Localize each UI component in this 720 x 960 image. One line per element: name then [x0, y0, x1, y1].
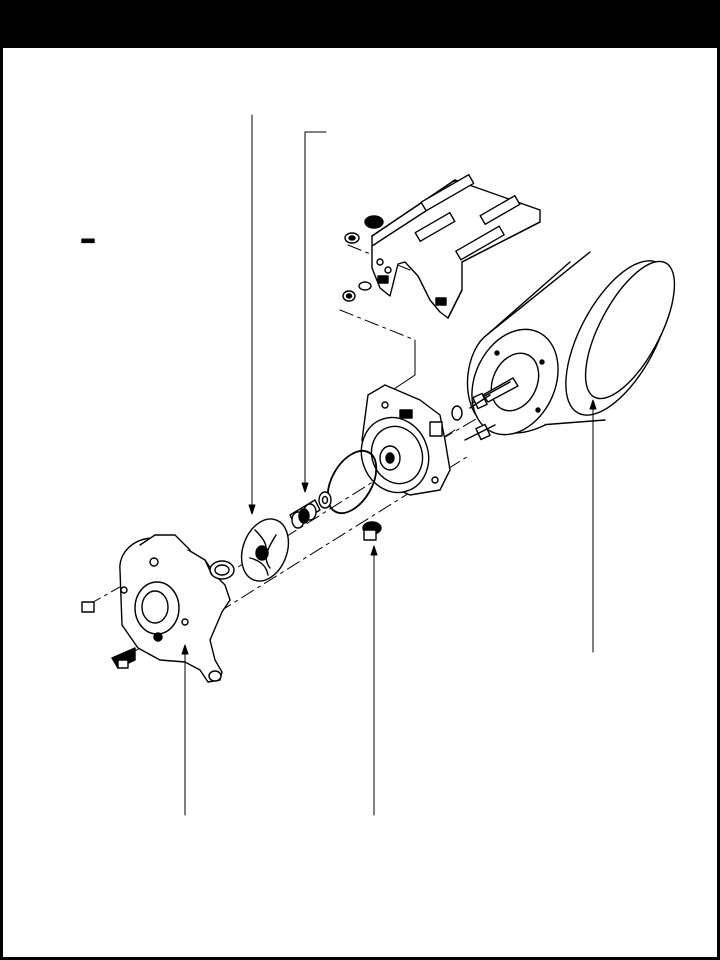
o-ring-callout — [370, 545, 378, 816]
pump-housing — [119, 534, 235, 683]
motor-mount-bracket — [371, 173, 541, 319]
bracket-hardware — [342, 215, 447, 306]
motor-callout — [589, 399, 597, 653]
housing-callout — [181, 644, 189, 816]
callout-leaders — [181, 114, 597, 816]
mechanical-seal — [289, 491, 332, 529]
impeller-callout — [248, 114, 256, 515]
header-bar — [0, 0, 720, 48]
electric-motor — [466, 251, 676, 436]
seal-callout — [301, 131, 327, 493]
seal-plate-adapter — [360, 384, 451, 496]
bracket-guide-line — [384, 339, 416, 396]
housing-fasteners — [81, 238, 136, 669]
o-ring — [326, 450, 378, 514]
adapter-bolts — [362, 392, 496, 541]
impeller — [240, 518, 290, 582]
